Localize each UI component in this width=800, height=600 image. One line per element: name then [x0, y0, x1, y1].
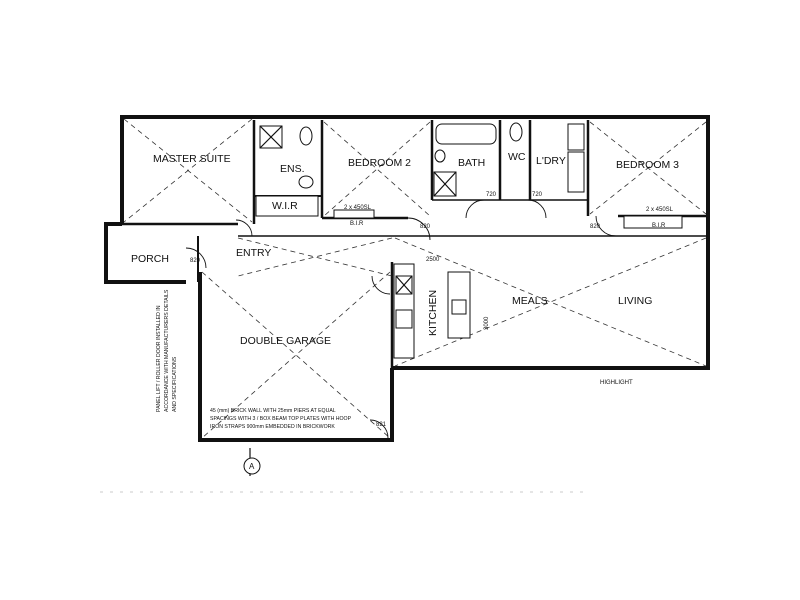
garage-note-line-2: SPACINGS WITH 3 / BOX BEAM TOP PLATES WI… [210, 416, 352, 422]
door-swings [185, 199, 617, 439]
sink-icon [567, 123, 585, 151]
room-label-ldry: L'DRY [536, 155, 566, 167]
side-note-line-3: AND SPECIFICATIONS [172, 356, 178, 412]
dimension-labels: 820 820 820 720 720 3000 2500 821 2 x 45… [190, 192, 674, 428]
room-label-living: LIVING [618, 295, 652, 307]
room-label-porch: PORCH [131, 253, 169, 265]
dim-kitchen-width: 2500 [426, 257, 440, 263]
robe-bed2 [333, 209, 375, 219]
robe-bed3 [623, 215, 683, 229]
side-note-line-1: PANEL LIFT / ROLLER DOOR INSTALLED IN [156, 305, 162, 412]
dim-garage-door: 821 [376, 422, 387, 428]
dim-bed3-bir: B.I.R [652, 223, 666, 229]
wir-shelving [255, 195, 319, 217]
basin-icon [298, 175, 314, 189]
stove-icon [395, 309, 413, 329]
room-label-kitchen: KITCHEN [427, 290, 439, 336]
label-highlight: HIGHLIGHT [600, 380, 633, 386]
room-label-bath: BATH [458, 157, 485, 169]
room-labels: MASTER SUITE ENS. BEDROOM 2 BATH WC L'DR… [131, 151, 679, 347]
side-note-line-2: ACCORDANCE WITH MANUFACTURERS DETAILS [164, 289, 170, 412]
dim-bed3-robe: 2 x 450SL [646, 207, 674, 213]
room-label-meals: MEALS [512, 295, 548, 307]
dim-kitchen-length: 3000 [484, 316, 490, 330]
section-marker-label: A [249, 462, 255, 471]
dim-porch-door: 820 [190, 258, 201, 264]
wall-outline-right [392, 232, 710, 370]
laundry-cabinet [567, 151, 585, 193]
annotation-notes: 45 (mm) BRICK WALL WITH 25mm PIERS AT EQ… [156, 289, 352, 430]
room-label-double-garage: DOUBLE GARAGE [240, 335, 331, 347]
fixtures [255, 122, 683, 359]
room-label-ens: ENS. [280, 163, 305, 175]
exterior-walls [104, 115, 710, 442]
toilet-icon [299, 126, 313, 146]
wall-outline-garage [198, 272, 394, 442]
sink-icon [451, 299, 467, 315]
ceiling-diagonals [123, 118, 707, 439]
dim-bed3-door: 820 [590, 224, 601, 230]
garage-note-line-1: 45 (mm) BRICK WALL WITH 25mm PIERS AT EQ… [210, 408, 336, 414]
dim-bed2-robe: 2 x 450SL [344, 205, 372, 211]
dim-ldry-door: 720 [532, 192, 543, 198]
section-marker-icon: A [243, 448, 261, 476]
toilet-icon [509, 122, 523, 142]
basin-icon [434, 149, 446, 163]
room-label-wc: WC [508, 151, 526, 163]
room-label-bedroom-3: BEDROOM 3 [616, 159, 679, 171]
room-label-master-suite: MASTER SUITE [153, 153, 231, 165]
room-label-entry: ENTRY [236, 247, 271, 259]
room-label-wir: W.I.R [272, 200, 298, 212]
room-label-bedroom-2: BEDROOM 2 [348, 157, 411, 169]
garage-note-line-3: IRON STRAPS 900mm EMBEDDED IN BRICKWORK [210, 424, 335, 430]
interior-walls [122, 120, 708, 368]
bathtub-icon [435, 123, 497, 145]
dim-bed2-bir: B.I.R [350, 221, 364, 227]
wall-outline-upper [120, 115, 710, 232]
dim-bed2-door: 820 [420, 224, 431, 230]
dim-bath-door: 720 [486, 192, 497, 198]
